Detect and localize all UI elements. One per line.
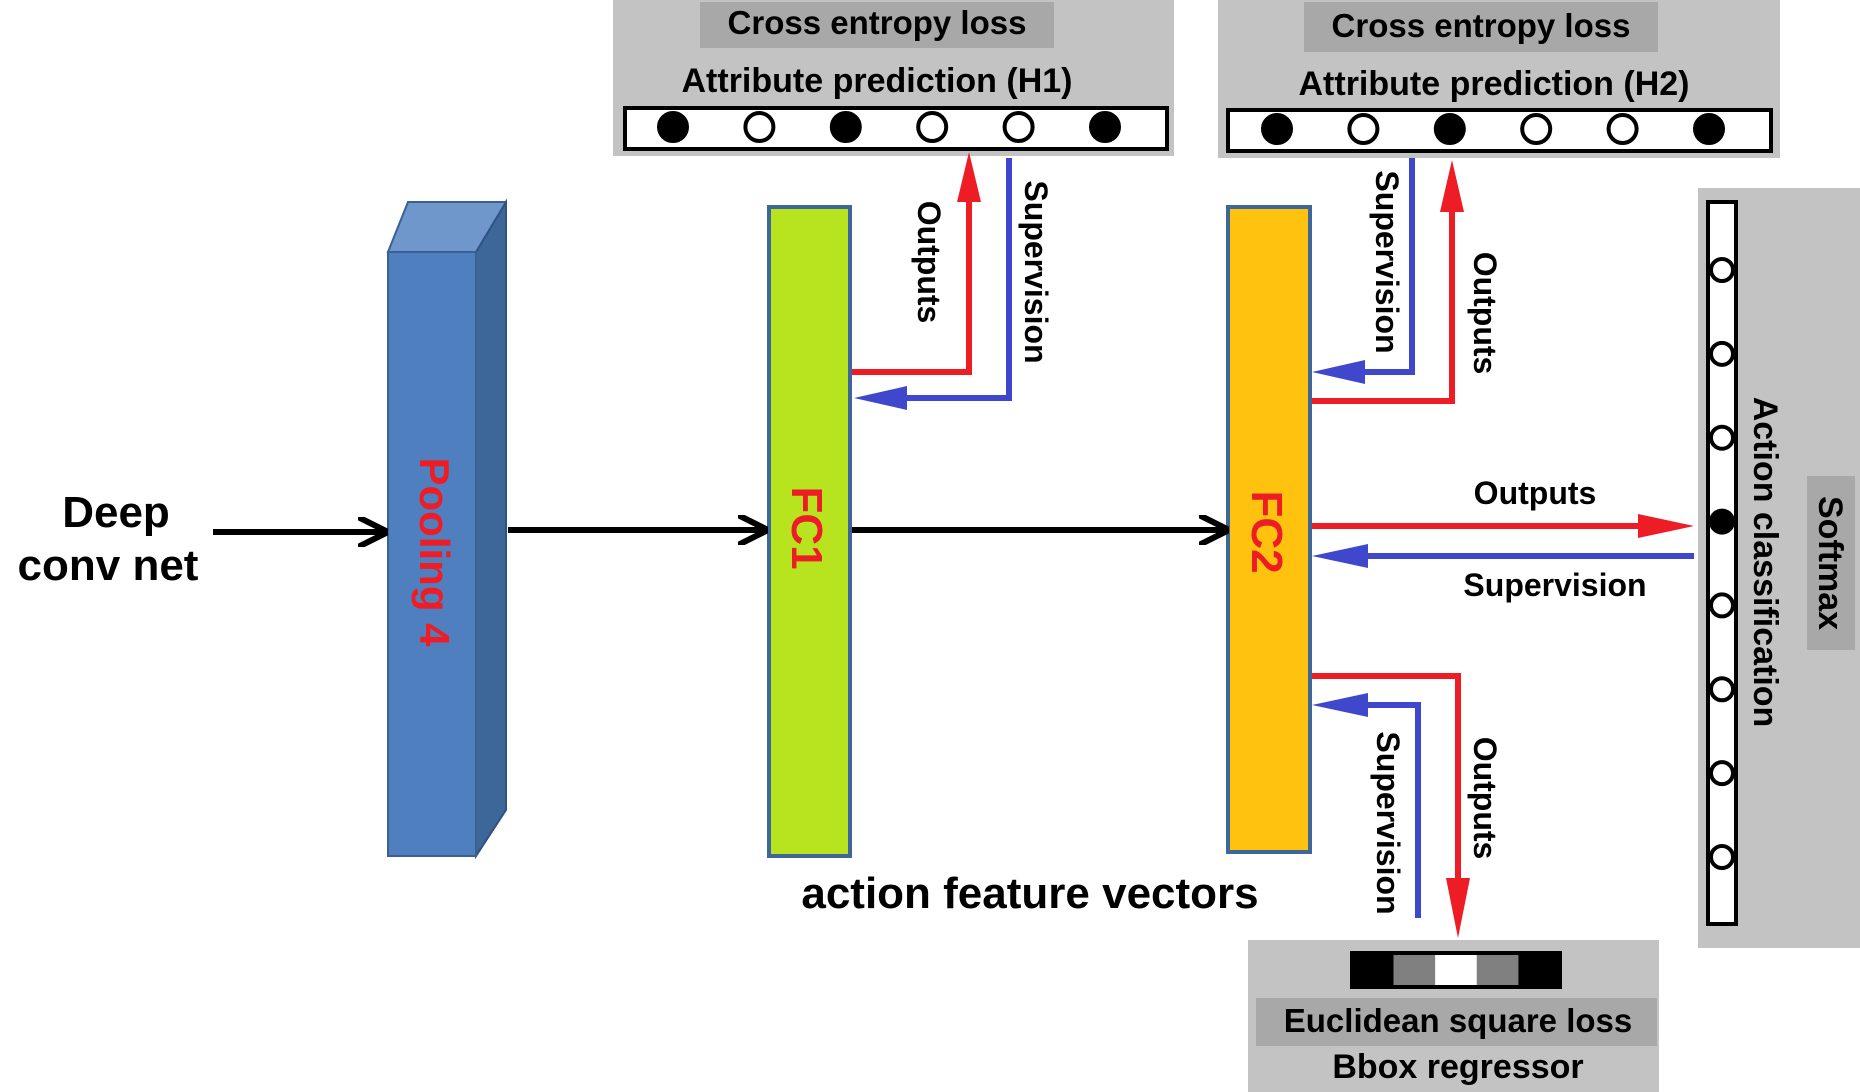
fc2-softmax-supervision-arrowhead: [1312, 544, 1368, 568]
h2-panel: Cross entropy loss Attribute prediction …: [1218, 0, 1780, 158]
softmax-title: Action classification: [1746, 397, 1784, 728]
softmax-empty-node: [1709, 844, 1735, 870]
input-label-line2: conv net: [18, 541, 199, 590]
pooling-label: Pooling 4: [411, 458, 458, 648]
softmax-node-bar: [1706, 200, 1738, 926]
fc1-rect: [767, 205, 852, 858]
h2-nodes: [1261, 113, 1725, 145]
h1-loss-label: Cross entropy loss: [728, 4, 1027, 41]
fc2-h2-outputs-line: [1312, 210, 1455, 404]
h2-empty-node: [1606, 113, 1639, 145]
bbox-cell: [1352, 953, 1394, 987]
h2-filled-node: [1693, 113, 1725, 145]
h1-filled-node: [1089, 111, 1121, 143]
fc2-bbox-supervision-line: [1366, 702, 1421, 918]
feature-caption: action feature vectors: [801, 869, 1258, 918]
fc2-h2-links: Supervision Outputs: [1312, 158, 1503, 404]
softmax-nodes: [1709, 257, 1735, 870]
fc1-supervision-label: Supervision: [1018, 180, 1054, 363]
fc2-bbox-supervision-label: Supervision: [1370, 731, 1406, 914]
fc2-softmax-outputs-label: Outputs: [1474, 475, 1597, 511]
fc2-h2-supervision-label: Supervision: [1369, 170, 1405, 353]
fc2-block: FC2: [1226, 205, 1312, 854]
h2-filled-node: [1261, 113, 1293, 145]
h1-empty-node: [1002, 111, 1035, 143]
fc2-softmax-outputs-arrowhead: [1638, 514, 1694, 538]
bbox-loss-box: [1256, 998, 1657, 1046]
fc2-bbox-outputs-label: Outputs: [1467, 737, 1503, 860]
fc1-label: FC1: [782, 486, 831, 569]
softmax-label: Softmax: [1811, 496, 1849, 630]
softmax-empty-node: [1709, 257, 1735, 283]
h1-nodes: [657, 111, 1121, 143]
softmax-empty-node: [1709, 760, 1735, 787]
softmax-empty-node: [1709, 676, 1735, 703]
h2-empty-node: [1347, 113, 1380, 145]
bbox-title: Bbox regressor: [1332, 1048, 1583, 1086]
h1-empty-node: [916, 111, 949, 143]
h2-title: Attribute prediction (H2): [1299, 65, 1690, 103]
fc1-block: FC1: [767, 205, 852, 858]
fc2-bbox-outputs-line: [1312, 673, 1461, 880]
fc1-supervision-arrowhead: [854, 386, 907, 410]
bbox-cell-border: [1350, 951, 1562, 989]
h1-panel: Cross entropy loss Attribute prediction …: [613, 0, 1174, 156]
fc2-bbox-links: Supervision Outputs: [1312, 673, 1503, 938]
h1-empty-node: [743, 111, 776, 143]
fc2-h2-outputs-label: Outputs: [1467, 252, 1503, 375]
fc2-softmax-supervision-label: Supervision: [1463, 567, 1646, 603]
pooling-front-face: [387, 251, 477, 857]
softmax-label-box: [1807, 476, 1855, 650]
pooling-block: Pooling 4: [386, 198, 507, 860]
h1-filled-node: [657, 111, 689, 143]
fc2-h2-supervision-line: [1362, 158, 1415, 375]
fc2-rect: [1226, 205, 1312, 854]
fc1-h1-links: Outputs Supervision: [852, 152, 1054, 410]
fc2-h2-outputs-arrowhead: [1440, 160, 1464, 212]
h1-node-bar: [623, 106, 1169, 151]
h1-title: Attribute prediction (H1): [682, 62, 1073, 100]
bbox-cell: [1476, 953, 1519, 987]
softmax-panel: Action classification Softmax: [1698, 188, 1860, 948]
bbox-cells: [1350, 951, 1562, 989]
h1-filled-node: [829, 111, 862, 143]
h2-loss-label: Cross entropy loss: [1332, 7, 1631, 44]
h2-node-bar: [1226, 108, 1773, 153]
softmax-empty-node: [1709, 592, 1735, 619]
bbox-cell: [1435, 953, 1477, 987]
h2-filled-node: [1433, 113, 1466, 145]
bbox-panel: Euclidean square loss Bbox regressor: [1248, 940, 1659, 1092]
bbox-loss-label: Euclidean square loss: [1284, 1002, 1632, 1039]
softmax-empty-node: [1709, 340, 1735, 367]
fc1-outputs-line: [852, 198, 972, 375]
h2-empty-node: [1520, 113, 1553, 145]
bbox-cell: [1393, 953, 1436, 987]
h2-loss-box: [1304, 2, 1658, 52]
fc2-h2-supervision-arrowhead: [1312, 360, 1365, 384]
h1-loss-box: [700, 2, 1054, 48]
softmax-filled-node: [1709, 508, 1735, 535]
bbox-cell: [1518, 953, 1560, 987]
fc2-bbox-outputs-arrowhead: [1446, 878, 1470, 938]
fc2-label: FC2: [1242, 490, 1291, 573]
fc1-outputs-label: Outputs: [911, 201, 947, 324]
fc1-supervision-line: [904, 158, 1012, 401]
fc1-outputs-arrowhead: [957, 152, 981, 202]
input-label-line1: Deep: [62, 488, 170, 537]
fc2-bbox-supervision-arrowhead: [1312, 693, 1368, 717]
pooling-side-face: [475, 198, 507, 860]
fc2-softmax-links: Outputs Supervision: [1312, 475, 1694, 603]
softmax-empty-node: [1709, 424, 1735, 451]
